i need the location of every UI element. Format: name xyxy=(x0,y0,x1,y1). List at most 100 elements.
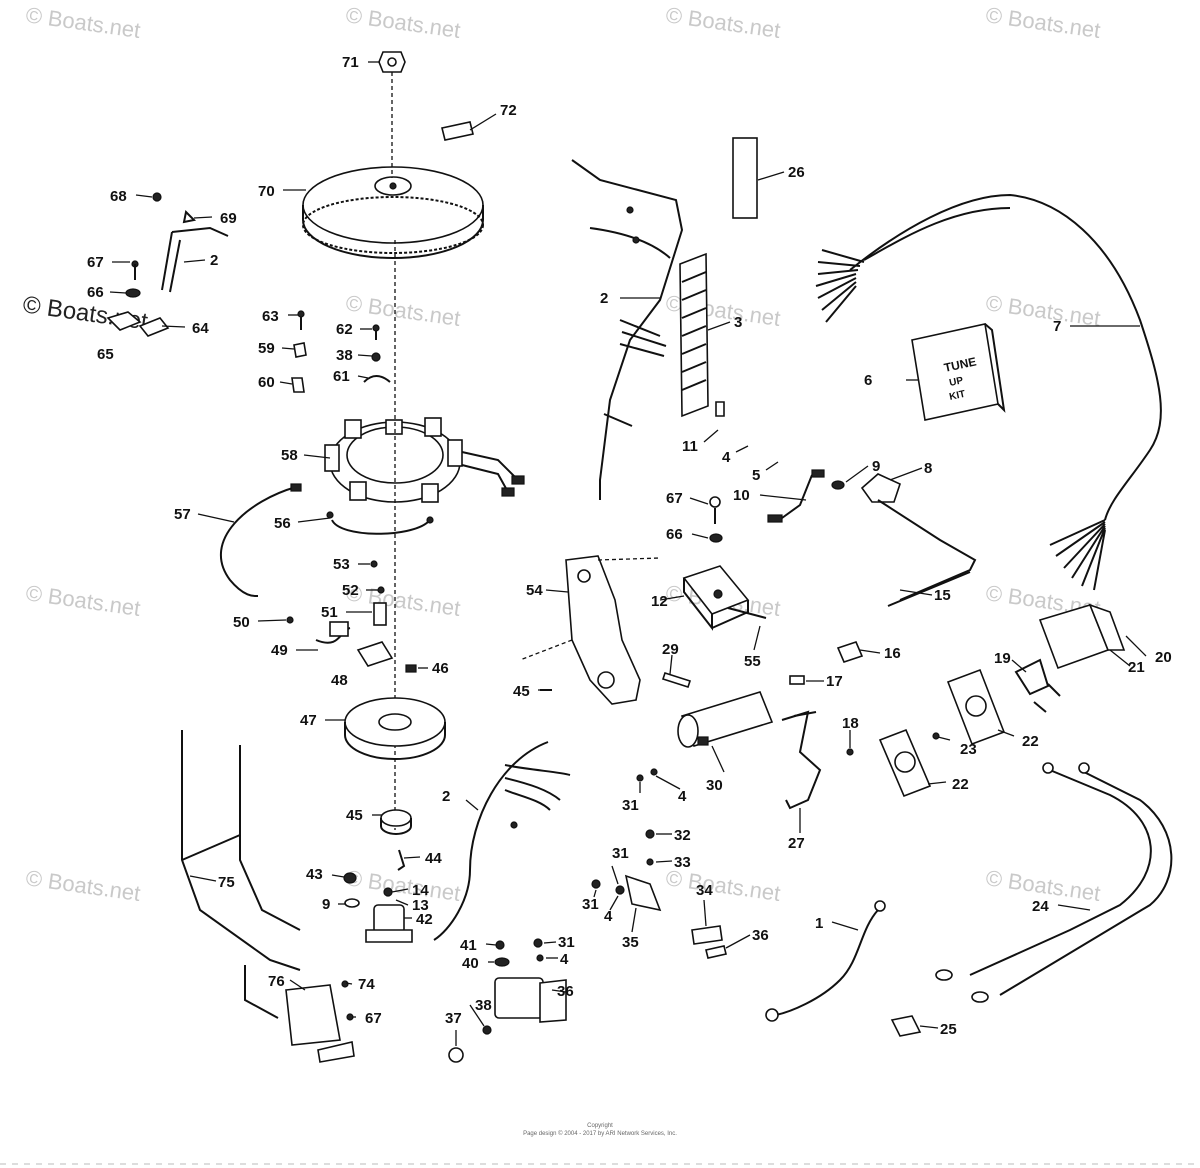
callout-2-upper-left: 2 xyxy=(210,252,218,269)
callout-2-lower: 2 xyxy=(442,788,450,805)
part-clamp-27 xyxy=(781,710,854,810)
part-plate-48 xyxy=(344,697,446,760)
callout-2-upper-mid: 2 xyxy=(600,290,608,307)
callout-41: 41 xyxy=(460,937,477,954)
callout-27: 27 xyxy=(788,835,805,852)
callout-53: 52 xyxy=(342,582,359,599)
callout-59: 58 xyxy=(281,447,298,464)
watermark: © Boats.net xyxy=(24,580,142,621)
callout-4-a: 4 xyxy=(560,951,569,968)
part-condenser-30 xyxy=(636,691,774,782)
tune-kit-line2: UP xyxy=(948,375,964,389)
callout-14: 14 xyxy=(412,882,429,899)
part-wires-74 xyxy=(181,730,355,1063)
part-key-73 xyxy=(441,121,474,141)
callout-36: 35 xyxy=(622,934,639,951)
callout-30: 30 xyxy=(706,777,723,794)
watermark: © Boats.net xyxy=(344,580,462,621)
callout-47: 46 xyxy=(432,660,449,677)
callout-49: 48 xyxy=(331,672,348,689)
part-rectifier-12 xyxy=(682,496,767,631)
callout-31-d: 31 xyxy=(582,896,599,913)
callout-75: 74 xyxy=(358,976,375,993)
callout-68-lower: 67 xyxy=(365,1010,382,1027)
callout-13: 13 xyxy=(412,897,429,914)
callout-70: 69 xyxy=(220,210,237,227)
callout-68-mid: 67 xyxy=(666,490,683,507)
watermark: © Boats.net xyxy=(664,865,782,906)
callout-40: 40 xyxy=(462,955,479,972)
callout-31-b: 31 xyxy=(622,797,639,814)
callout-61: 60 xyxy=(258,374,275,391)
part-coil-42 xyxy=(343,872,413,943)
part-nut-72 xyxy=(378,51,406,73)
callout-16: 16 xyxy=(884,645,901,662)
callout-46: 45 xyxy=(513,683,530,700)
callout-50: 49 xyxy=(271,642,288,659)
part-main-harness-7 xyxy=(815,193,1162,591)
part-bracket-55 xyxy=(519,555,661,705)
callout-leaders xyxy=(109,61,1147,1046)
callout-10: 10 xyxy=(733,487,750,504)
part-terminal-25 xyxy=(890,1015,922,1037)
callout-21: 21 xyxy=(1128,659,1145,676)
part-flywheel-71 xyxy=(302,166,484,259)
callout-68-upper: 67 xyxy=(87,254,104,271)
callout-4-c: 4 xyxy=(604,908,613,925)
callout-22-a: 22 xyxy=(1022,733,1039,750)
part-ignition-switch-21 xyxy=(1014,603,1126,713)
callout-39-lower: 38 xyxy=(475,997,492,1014)
part-hardware-stator xyxy=(291,310,391,393)
callout-51: 50 xyxy=(233,614,250,631)
callout-35: 36 xyxy=(752,927,769,944)
callout-66: 65 xyxy=(97,346,114,363)
callout-24: 24 xyxy=(1032,898,1049,915)
callout-19: 19 xyxy=(994,650,1011,667)
callout-31-a: 31 xyxy=(558,934,575,951)
callout-1: 1 xyxy=(815,915,823,932)
callout-42: 42 xyxy=(416,911,433,928)
watermark: © Boats.net xyxy=(664,2,782,43)
part-bushing-45 xyxy=(380,809,412,871)
callout-67-mid: 66 xyxy=(666,526,683,543)
callout-18: 18 xyxy=(842,715,859,732)
parts-artwork: TUNE UP KIT xyxy=(106,51,1173,1063)
part-hardware-lower-mid xyxy=(591,829,727,959)
callout-37: 36 xyxy=(557,983,574,1000)
footer-copyright: Copyright xyxy=(587,1123,613,1129)
watermark: © Boats.net xyxy=(24,2,142,43)
callout-62: 61 xyxy=(333,368,350,385)
part-decal-26 xyxy=(732,137,758,219)
callout-54: 53 xyxy=(333,556,350,573)
callout-22-b: 22 xyxy=(952,776,969,793)
part-terminal-block-3 xyxy=(679,252,725,418)
callout-15: 15 xyxy=(934,587,951,604)
watermark: © Boats.net xyxy=(344,865,462,906)
callout-31-c: 31 xyxy=(612,845,629,862)
part-trigger-parts xyxy=(286,560,417,673)
callout-67-upper: 66 xyxy=(87,284,104,301)
watermark: © Boats.net xyxy=(344,2,462,43)
callout-6: 6 xyxy=(864,372,872,389)
callout-11: 11 xyxy=(682,438,698,455)
callout-34: 34 xyxy=(696,882,713,899)
callout-72: 71 xyxy=(342,54,359,71)
part-lead-10 xyxy=(767,469,977,685)
callout-71: 70 xyxy=(258,183,275,200)
callout-26: 26 xyxy=(788,164,805,181)
part-tune-up-kit-6: TUNE UP KIT xyxy=(911,323,1006,421)
callout-73: 72 xyxy=(500,102,517,119)
callout-29: 29 xyxy=(662,641,679,658)
callout-58: 57 xyxy=(174,506,191,523)
tune-kit-line1: TUNE xyxy=(943,354,978,374)
callout-33: 33 xyxy=(674,854,691,871)
callout-69: 68 xyxy=(110,188,127,205)
callout-9-upper: 9 xyxy=(872,458,880,475)
callout-52: 51 xyxy=(321,604,338,621)
callout-17: 17 xyxy=(826,673,843,690)
watermark-layer: © Boats.net © Boats.net © Boats.net © Boats… xyxy=(21,2,1102,906)
callout-74: 75 xyxy=(218,874,235,891)
callout-76: 76 xyxy=(268,973,285,990)
callout-12: 12 xyxy=(651,593,668,610)
